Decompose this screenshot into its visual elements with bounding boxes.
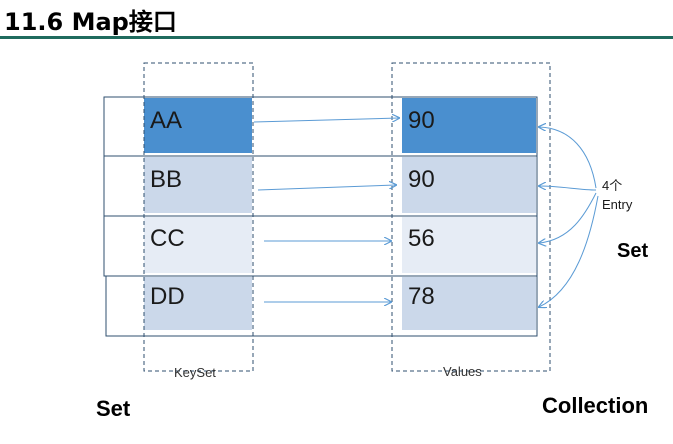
title-underline	[0, 36, 673, 39]
key-cell	[144, 217, 252, 273]
mapping-arrow	[253, 118, 399, 123]
values-label: Values	[443, 364, 482, 379]
values-dashed-box	[391, 62, 551, 372]
value-label: 78	[408, 283, 435, 310]
key-cell	[144, 157, 252, 213]
value-cell	[402, 217, 536, 273]
key-cell	[144, 98, 252, 153]
key-label: CC	[150, 225, 185, 252]
keyset-label: KeySet	[174, 365, 216, 380]
page-title: 11.6 Map接口	[4, 8, 177, 36]
key-label: DD	[150, 283, 185, 310]
key-label: BB	[150, 166, 182, 193]
collection-label: Collection	[542, 393, 648, 418]
keyset-dashed-box	[143, 62, 254, 372]
value-label: 90	[408, 166, 435, 193]
set-bottom-label: Set	[96, 396, 131, 421]
entry-arrow	[539, 192, 597, 243]
entry-arrow	[539, 127, 597, 189]
entry-arrow	[539, 195, 599, 307]
value-label: 90	[408, 107, 435, 134]
entry-arrow	[539, 186, 597, 191]
entry-label: Entry	[602, 197, 633, 212]
entry-count-label: 4个	[602, 178, 622, 193]
set-right-label: Set	[617, 240, 648, 262]
value-cell	[402, 98, 536, 153]
key-label: AA	[150, 107, 182, 134]
value-cell	[402, 277, 536, 330]
mapping-arrow	[257, 185, 396, 191]
value-cell	[402, 157, 536, 213]
key-cell	[144, 277, 252, 330]
value-label: 56	[408, 225, 435, 252]
